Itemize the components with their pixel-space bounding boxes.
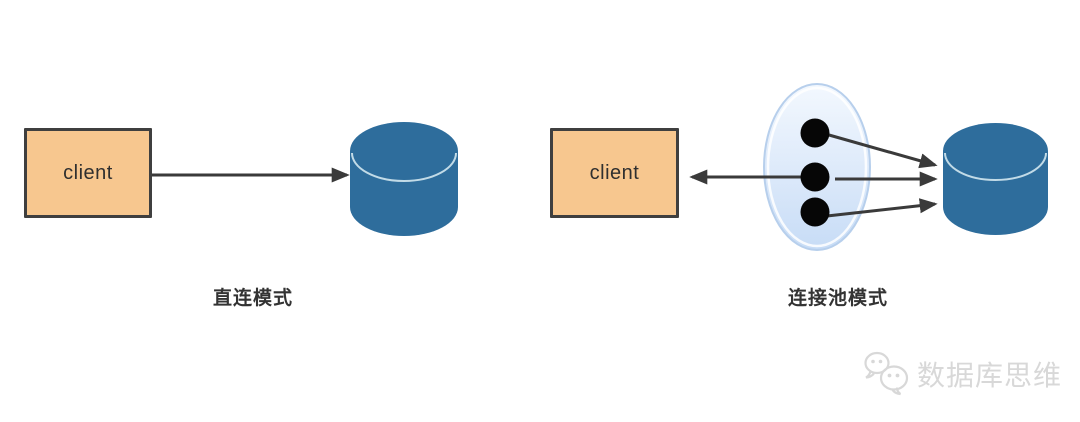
- watermark: 数据库思维: [862, 349, 1062, 399]
- pool-to-db-arrow-bottom: [826, 198, 938, 218]
- pool-connection-dot-1: [800, 118, 830, 148]
- connection-pool-inner-rim: [766, 86, 868, 248]
- pool-to-db-arrow-top: [828, 133, 938, 169]
- watermark-text: 数据库思维: [917, 360, 1063, 391]
- database-icon-direct: [350, 122, 458, 236]
- database-icon-pool: [943, 123, 1048, 235]
- pool-connection-dot-2: [800, 162, 830, 192]
- caption-pool-mode: 连接池模式: [787, 288, 888, 309]
- client-label-direct: client: [63, 161, 113, 184]
- wechat-icon: [864, 351, 909, 396]
- client-box-direct: client: [24, 128, 152, 218]
- caption-direct-mode: 直连模式: [212, 288, 293, 309]
- client-label-pool: client: [589, 161, 640, 184]
- client-box-pool: client: [550, 128, 679, 218]
- pool-connection-dot-3: [800, 197, 830, 227]
